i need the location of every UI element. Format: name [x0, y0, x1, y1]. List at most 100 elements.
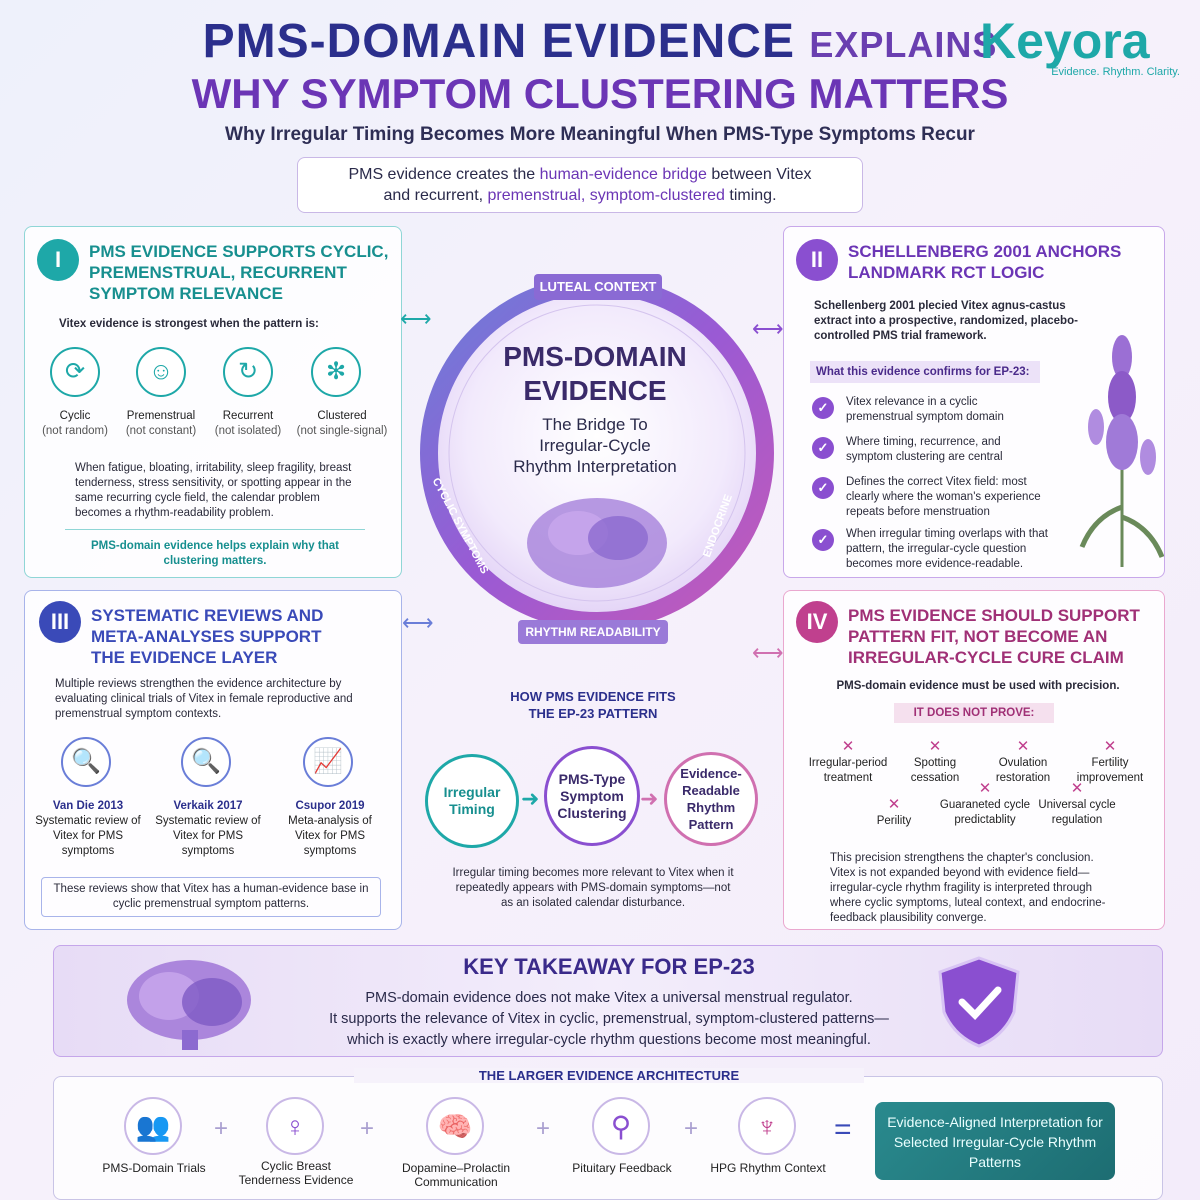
- panel-body: This precision strengthens the chapter's…: [830, 852, 1106, 924]
- ring-label-top: LUTEAL CONTEXT: [534, 274, 662, 300]
- subtitle: Why Irregular Timing Becomes More Meanin…: [225, 124, 975, 145]
- item-text: Spotting cessation: [910, 757, 960, 784]
- brain-icon: 🧠: [426, 1097, 484, 1155]
- panel-number-4: IV: [796, 601, 838, 643]
- review-name: Van Die 2013: [52, 800, 124, 812]
- panel-title: SYSTEMATIC REVIEWS AND META-ANALYSES SUP…: [91, 606, 324, 667]
- center-sub-2: Irregular-Cycle: [539, 436, 651, 455]
- check-text-3: Defines the correct Vitex field: most cl…: [846, 476, 1041, 518]
- people-icon: ☺: [136, 347, 186, 397]
- arrow-right-icon: ➜: [521, 786, 540, 811]
- item-sub: (not isolated): [214, 425, 282, 437]
- fit-caption: Irregular timing becomes more relevant t…: [452, 867, 734, 909]
- item-premenstrual: Premenstrual (not constant): [111, 409, 211, 439]
- panel-systematic-reviews: III SYSTEMATIC REVIEWS AND META-ANALYSES…: [24, 590, 402, 930]
- main-title-line1: PMS-DOMAIN EVIDENCE EXPLAINS: [0, 14, 1200, 69]
- bridge-text-1: PMS evidence creates the: [348, 166, 540, 183]
- shield-check-icon: [938, 956, 1020, 1048]
- uterus-icon: ♆: [738, 1097, 796, 1155]
- not-prove-item: ✕ Spotting cessation: [890, 739, 980, 786]
- not-prove-label: IT DOES NOT PROVE:: [894, 703, 1054, 723]
- equals-icon: =: [834, 1113, 852, 1146]
- panel-footer: PMS-domain evidence helps explain why th…: [91, 540, 339, 567]
- arch-item-5: HPG Rhythm Context: [710, 1161, 826, 1175]
- item-text: Irregular-period treatment: [808, 757, 888, 784]
- item-text: Fertility improvement: [1076, 757, 1144, 784]
- arrow-icon: ⟷: [400, 306, 432, 331]
- arch-item-1: PMS-Domain Trials: [102, 1161, 206, 1175]
- not-prove-item: ✕ Guaraneted cycle predictablity: [930, 781, 1040, 828]
- not-prove-item: ✕Irregular-period treatment: [800, 739, 896, 786]
- item-text: Guaraneted cycle predictablity: [939, 799, 1031, 826]
- bridge-highlight-2: premenstrual, symptom-clustered: [487, 187, 725, 204]
- result-box: Evidence-Aligned Interpretation for Sele…: [875, 1102, 1115, 1180]
- arch-item-2: Cyclic Breast Tenderness Evidence: [238, 1159, 354, 1187]
- bridge-text-3: and recurrent,: [383, 187, 488, 204]
- takeaway-text: PMS-domain evidence does not make Vitex …: [54, 988, 1164, 1051]
- item-label: Clustered: [317, 410, 367, 422]
- bubble-pms-clustering: PMS-Type Symptom Clustering: [544, 746, 640, 846]
- fit-title-1: HOW PMS EVIDENCE FITS: [510, 689, 676, 704]
- logo: Keyora Evidence. Rhythm. Clarity.: [980, 12, 1180, 78]
- item-clustered: Clustered (not single-signal): [287, 409, 397, 439]
- plus-icon: +: [360, 1115, 375, 1142]
- bubble-irregular-timing: Irregular Timing: [425, 754, 519, 848]
- check-icon: ✓: [812, 477, 834, 499]
- review-desc: Systematic review of Vitex for PMS sympt…: [155, 815, 261, 857]
- review-desc: Systematic review of Vitex for PMS sympt…: [35, 815, 141, 857]
- takeaway-line-3: which is exactly where irregular-cycle r…: [347, 1032, 871, 1048]
- panel-number-1: I: [37, 239, 79, 281]
- panel-number-2: II: [796, 239, 838, 281]
- document-search-icon: 🔍: [61, 737, 111, 787]
- bridge-text-2: between Vitex: [706, 166, 812, 183]
- panel-number-3: III: [39, 601, 81, 643]
- divider: [65, 529, 365, 530]
- check-icon: ✓: [812, 529, 834, 551]
- review-desc: Meta-analysis of Vitex for PMS symptoms: [288, 815, 372, 857]
- item-sub: (not random): [42, 425, 108, 437]
- center-sub-1: The Bridge To: [542, 415, 648, 434]
- panel-intro: PMS-domain evidence must be used with pr…: [836, 680, 1120, 692]
- plus-icon: +: [214, 1115, 229, 1142]
- center-title-2: EVIDENCE: [523, 375, 667, 406]
- item-text: Universal cycle regulation: [1038, 799, 1116, 826]
- panel-title: PMS EVIDENCE SHOULD SUPPORT PATTERN FIT,…: [848, 606, 1140, 667]
- confirm-label: What this evidence confirms for EP-23:: [810, 361, 1040, 383]
- panel-footer: These reviews show that Vitex has a huma…: [41, 877, 381, 917]
- center-sub-3: Rhythm Interpretation: [513, 457, 677, 476]
- takeaway-line-1: PMS-domain evidence does not make Vitex …: [365, 990, 853, 1006]
- bridge-text-4: timing.: [724, 187, 777, 204]
- title-small: EXPLAINS: [809, 24, 998, 65]
- panel-pattern-fit: IV PMS EVIDENCE SHOULD SUPPORT PATTERN F…: [783, 590, 1165, 930]
- check-text-4: When irregular timing overlaps with that…: [846, 528, 1048, 570]
- x-icon: ✕: [1070, 780, 1084, 797]
- not-prove-item: ✕Perility: [844, 797, 944, 829]
- pituitary-icon: ⚲: [592, 1097, 650, 1155]
- arch-item-3: Dopamine–Prolactin Communication: [401, 1161, 511, 1189]
- takeaway-line-2: It supports the relevance of Vitex in cy…: [329, 1011, 889, 1027]
- item-label: Premenstrual: [126, 410, 196, 422]
- item-sub: (not constant): [125, 425, 197, 437]
- main-title-line2: WHY SYMPTOM CLUSTERING MATTERS: [191, 70, 1009, 117]
- chart-icon: 📈: [303, 737, 353, 787]
- review-name: Verkaik 2017: [173, 800, 243, 812]
- logo-tagline: Evidence. Rhythm. Clarity.: [1051, 66, 1180, 78]
- not-prove-item: ✕ Universal cycle regulation: [1022, 781, 1132, 828]
- ring-label-bottom: RHYTHM READABILITY: [518, 620, 668, 644]
- check-icon: ✓: [812, 397, 834, 419]
- brain-icon: [127, 960, 251, 1050]
- arrow-icon: ⟷: [752, 316, 784, 341]
- x-icon: ✕: [978, 780, 992, 797]
- panel-title: PMS EVIDENCE SUPPORTS CYCLIC, PREMENSTRU…: [89, 242, 389, 303]
- x-icon: ✕: [928, 738, 942, 755]
- vitex-flower-icon: [1079, 335, 1164, 567]
- not-prove-item: ✕Ovulation restoration: [978, 739, 1068, 786]
- recurrent-icon: ↻: [223, 347, 273, 397]
- panel-schellenberg: II SCHELLENBERG 2001 ANCHORS LANDMARK RC…: [783, 226, 1165, 578]
- check-text-2: Where timing, recurrence, and symptom cl…: [846, 436, 1003, 463]
- item-label: Recurrent: [222, 410, 274, 422]
- item-sub: (not single-signal): [296, 425, 388, 437]
